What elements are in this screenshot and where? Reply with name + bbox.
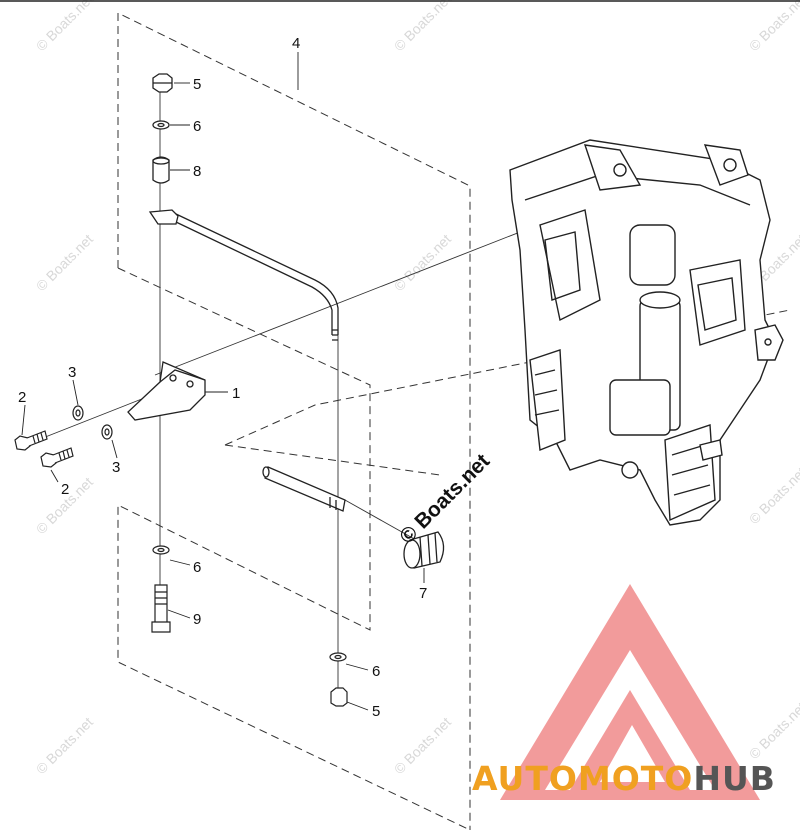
clamp-ribs <box>534 369 560 416</box>
washer-hole <box>334 654 342 660</box>
callout-2-lower: 2 <box>61 481 69 498</box>
pin-body <box>264 466 346 512</box>
boats-net-label: © Boats.net <box>395 450 494 549</box>
brand-part-auto: AUTO <box>472 759 578 798</box>
rod-upper-edge <box>175 213 339 335</box>
watermark-text: © Boats.net <box>33 231 96 294</box>
washer-hole <box>104 428 110 436</box>
pivot-pin <box>262 466 346 512</box>
bolt-thread <box>58 449 70 461</box>
watermark-text: © Boats.net <box>391 231 454 294</box>
leader-3b <box>111 439 118 459</box>
watermark-text: © Boats.net <box>33 0 96 54</box>
callout-7: 7 <box>419 585 427 602</box>
brand-wordmark: AUTOMOTOHUB <box>472 759 776 798</box>
tilt-cylinder-top <box>629 224 676 286</box>
bracket-flange <box>159 369 206 383</box>
leader-9 <box>167 609 191 619</box>
nut-icon <box>330 687 348 707</box>
bracket-plate <box>127 361 206 421</box>
adjust-knob <box>403 531 445 569</box>
link-rod <box>148 209 339 341</box>
bracket-right-panel <box>689 259 746 346</box>
callout-8: 8 <box>193 163 201 180</box>
warning-plate <box>699 439 723 461</box>
tilt-lock-lever <box>583 144 642 191</box>
leader-6b <box>169 559 191 566</box>
clamp-ribs <box>671 444 711 496</box>
callout-1: 1 <box>232 385 240 402</box>
knob-face <box>403 539 421 569</box>
rod-lower-edge <box>175 221 333 335</box>
upper-hardware-stack <box>152 73 173 184</box>
assembly-box-4 <box>117 12 471 830</box>
leader-3a <box>72 379 79 406</box>
bolt-set <box>14 405 113 468</box>
callout-3-lower: 3 <box>112 459 120 476</box>
bracket-hole <box>169 374 177 382</box>
watermark-text: © Boats.net <box>746 0 800 54</box>
automotohub-logo: AUTOMOTOHUB <box>472 584 776 800</box>
bushing-top <box>152 157 170 165</box>
leader-5b <box>346 701 369 711</box>
assembly-box-inner <box>117 267 471 831</box>
pin-slot <box>329 497 337 510</box>
pivot-bolt-icon <box>613 163 627 177</box>
bolt-thread <box>155 591 167 605</box>
brand-part-moto: MOTO <box>578 759 693 798</box>
transom-bracket-assembly <box>509 139 784 526</box>
callout-labels: 5 6 8 4 1 3 3 2 2 6 9 7 6 5 <box>18 35 427 720</box>
leader-2b <box>50 469 59 483</box>
callout-6-lower-right: 6 <box>372 663 380 680</box>
brand-part-hub: HUB <box>693 759 776 798</box>
panel-detail <box>544 231 581 301</box>
washer-hole <box>157 122 165 128</box>
trim-cylinder <box>609 379 671 436</box>
logo-triangle-center <box>600 725 665 782</box>
cylinder-cap <box>639 291 681 309</box>
callout-5-top: 5 <box>193 76 201 93</box>
tab-hole <box>764 338 772 346</box>
knob-grip <box>419 532 438 567</box>
leader-6c <box>345 663 369 671</box>
callout-2-upper: 2 <box>18 389 26 406</box>
watermark-text: © Boats.net <box>391 714 454 777</box>
shaft-guide-lower <box>224 444 441 476</box>
bracket-hole <box>186 380 194 388</box>
pivot-bolt-icon <box>723 158 737 172</box>
washer-hole <box>75 409 81 417</box>
clamp-left-lower <box>529 349 566 451</box>
watermark-text: © Boats.net <box>33 714 96 777</box>
mounting-bracket <box>127 361 206 421</box>
watermark-text: © Boats.net <box>746 464 800 527</box>
leader-2a <box>21 404 26 436</box>
bolt-head-icon <box>151 621 171 633</box>
watermark-text: © Boats.net <box>746 699 800 762</box>
callout-9: 9 <box>193 611 201 628</box>
trim-pin-icon <box>621 461 639 479</box>
bolt-shank <box>52 447 74 464</box>
knob-axis <box>344 499 426 546</box>
watermark-text: © Boats.net <box>391 0 454 54</box>
callout-3-upper: 3 <box>68 364 76 381</box>
bolt-shank <box>26 430 48 447</box>
rod-thread <box>332 329 338 341</box>
bolt-thread <box>32 432 44 444</box>
bracket-top-edge <box>524 174 751 206</box>
callout-5-bottom: 5 <box>372 703 380 720</box>
pin-end <box>262 466 270 478</box>
bolt-shank <box>154 584 168 626</box>
callout-6-top: 6 <box>193 118 201 135</box>
rod-flat-end <box>148 209 179 225</box>
panel-detail <box>697 277 737 331</box>
callout-4: 4 <box>292 35 300 52</box>
lower-hardware <box>151 545 348 707</box>
callout-6-lower-left: 6 <box>193 559 201 576</box>
washer-hole <box>157 547 165 553</box>
leader-lines <box>21 52 425 711</box>
